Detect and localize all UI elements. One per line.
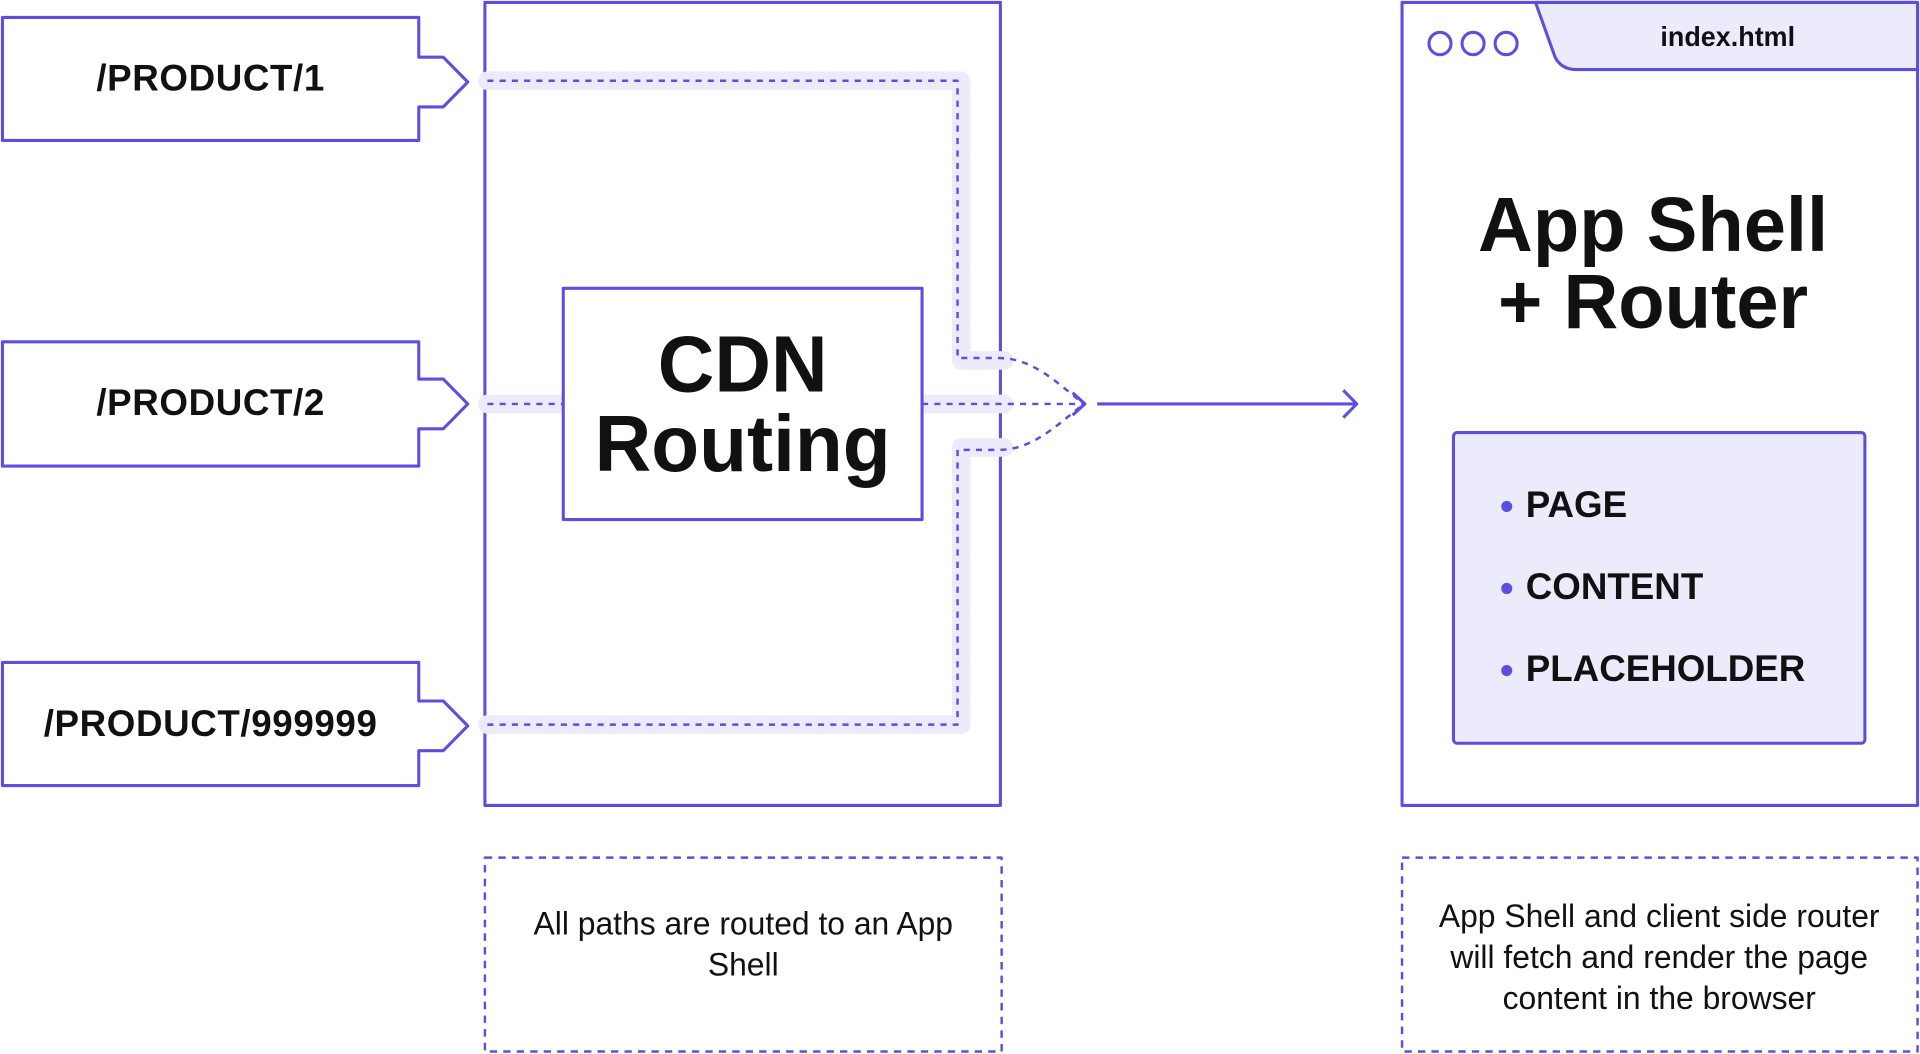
- app-shell-title: App Shell + Router: [1402, 186, 1904, 343]
- path-label-1: /PRODUCT/1: [96, 58, 325, 100]
- app-shell-title-line-2: + Router: [1498, 259, 1809, 346]
- placeholder-list: PAGE CONTENT PLACEHOLDER: [1499, 467, 1854, 713]
- placeholder-item-label: PAGE: [1525, 484, 1628, 526]
- app-shell-title-line-1: App Shell: [1478, 182, 1829, 269]
- cdn-routing-box: [561, 286, 924, 522]
- path-box-2: [0, 340, 470, 468]
- placeholder-box: [1451, 430, 1867, 745]
- placeholder-item-label: CONTENT: [1525, 566, 1704, 608]
- bullet-icon: [1501, 664, 1513, 677]
- browser-caption-box: [1400, 856, 1919, 1053]
- placeholder-item: CONTENT: [1499, 549, 1854, 631]
- placeholder-item: PAGE: [1499, 467, 1854, 549]
- path-label-2: /PRODUCT/2: [96, 382, 325, 424]
- placeholder-item-label: PLACEHOLDER: [1525, 648, 1806, 690]
- window-button-2: [1460, 30, 1486, 57]
- cdn-caption: All paths are routed to an App Shell: [533, 904, 954, 984]
- path-label-3: /PRODUCT/999999: [43, 703, 378, 745]
- browser-tab: [1533, 0, 1920, 72]
- window-button-1: [1427, 30, 1453, 57]
- browser-tab-label: index.html: [1660, 21, 1796, 53]
- window-button-3: [1493, 30, 1519, 57]
- bullet-icon: [1501, 582, 1513, 595]
- browser-caption: App Shell and client side router will fe…: [1438, 896, 1880, 1017]
- route-lines: [487, 79, 1085, 726]
- placeholder-item: PLACEHOLDER: [1499, 631, 1854, 713]
- output-arrowhead: [1342, 389, 1359, 419]
- bullet-icon: [1501, 500, 1513, 513]
- path-box-1: [0, 15, 470, 143]
- cdn-title-line-1: CDN: [657, 319, 828, 409]
- cdn-title-line-2: Routing: [594, 398, 891, 489]
- merge-arrowhead: [1071, 391, 1087, 417]
- cdn-title: CDN Routing: [563, 288, 922, 519]
- path-box-3: [0, 660, 470, 788]
